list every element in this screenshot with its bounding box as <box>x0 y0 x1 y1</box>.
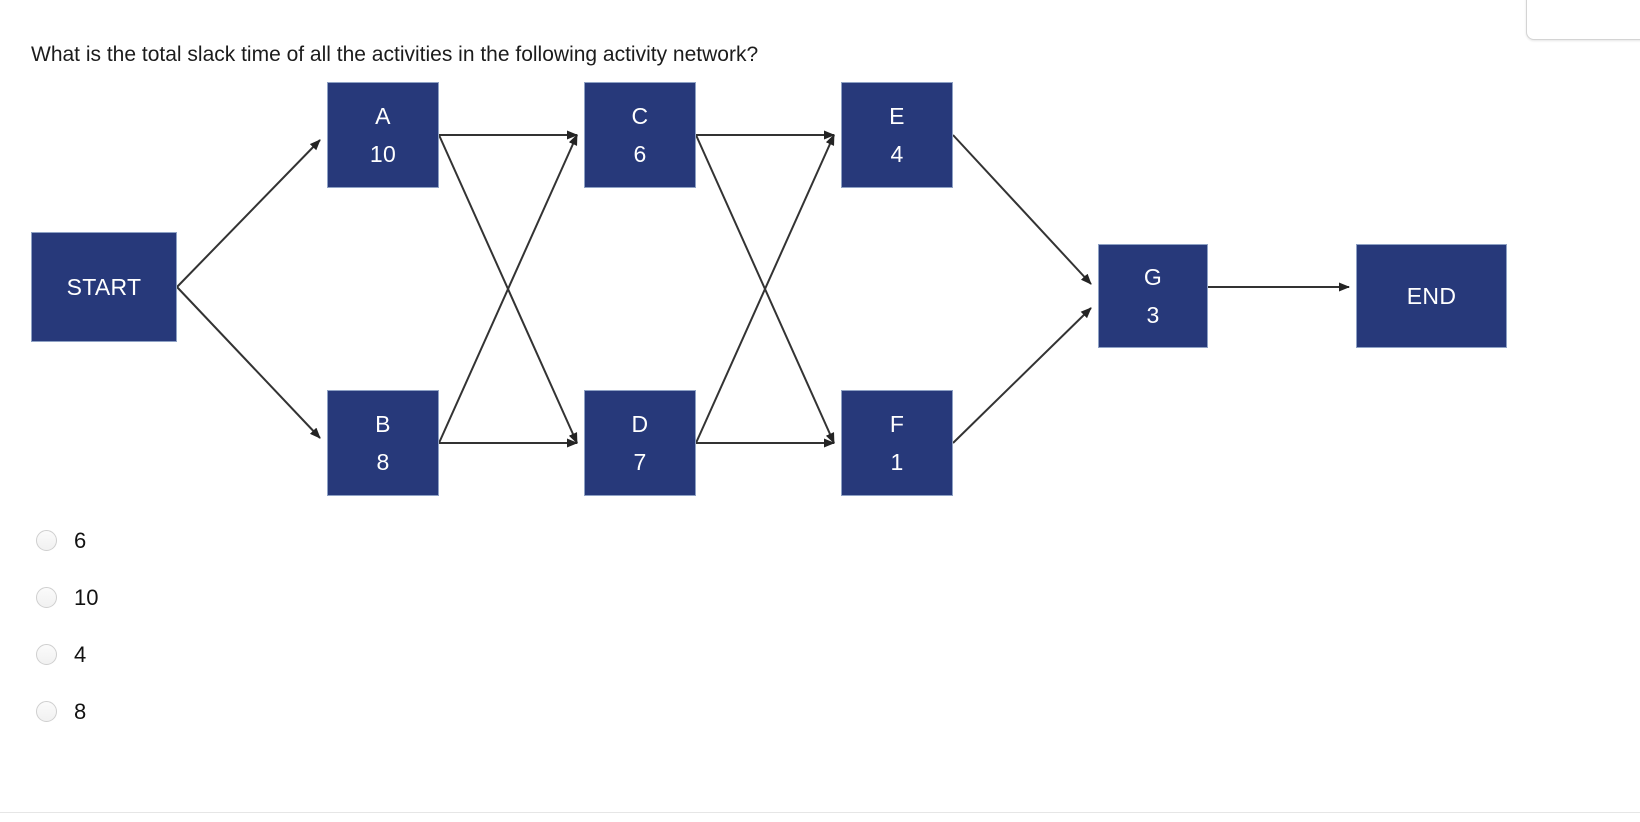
node-label: B <box>375 411 391 437</box>
node-label: START <box>66 274 142 300</box>
node-label: E <box>889 103 905 129</box>
option-label: 10 <box>74 584 99 610</box>
radio-button-icon[interactable] <box>36 587 57 608</box>
node-duration: 3 <box>1146 302 1160 328</box>
radio-button-icon[interactable] <box>36 530 57 551</box>
option-row-10[interactable]: 10 <box>0 569 800 626</box>
option-row-4[interactable]: 4 <box>0 626 800 683</box>
question-prompt: What is the total slack time of all the … <box>31 43 759 66</box>
radio-button-icon[interactable] <box>36 644 57 665</box>
option-label: 6 <box>74 527 87 553</box>
node-duration: 8 <box>376 449 390 475</box>
node-start: START <box>31 232 177 342</box>
network-edges <box>176 130 1350 448</box>
node-label: C <box>631 103 649 129</box>
edge-start-to-b <box>176 286 321 439</box>
node-label: A <box>375 103 391 129</box>
edge-b-to-c <box>438 134 578 444</box>
node-duration: 4 <box>890 141 904 167</box>
answer-options: 6 10 4 8 <box>0 512 800 740</box>
option-label: 4 <box>74 641 87 667</box>
top-right-panel <box>1526 0 1640 40</box>
edge-start-to-a <box>176 139 321 288</box>
node-label: F <box>889 411 905 437</box>
node-label: D <box>631 411 649 437</box>
node-a: A 10 <box>327 82 439 188</box>
node-duration: 10 <box>369 141 397 167</box>
bottom-divider <box>0 812 1640 813</box>
node-duration: 7 <box>633 449 647 475</box>
node-duration: 6 <box>633 141 647 167</box>
option-row-6[interactable]: 6 <box>0 512 800 569</box>
edge-d-to-e <box>695 134 835 444</box>
node-label: G <box>1143 264 1163 290</box>
node-end: END <box>1356 244 1507 348</box>
option-row-8[interactable]: 8 <box>0 683 800 740</box>
option-label: 8 <box>74 698 87 724</box>
edge-f-to-g <box>952 307 1092 444</box>
node-duration: 1 <box>890 449 904 475</box>
node-label: END <box>1406 283 1457 309</box>
edge-e-to-g <box>952 134 1092 285</box>
radio-button-icon[interactable] <box>36 701 57 722</box>
